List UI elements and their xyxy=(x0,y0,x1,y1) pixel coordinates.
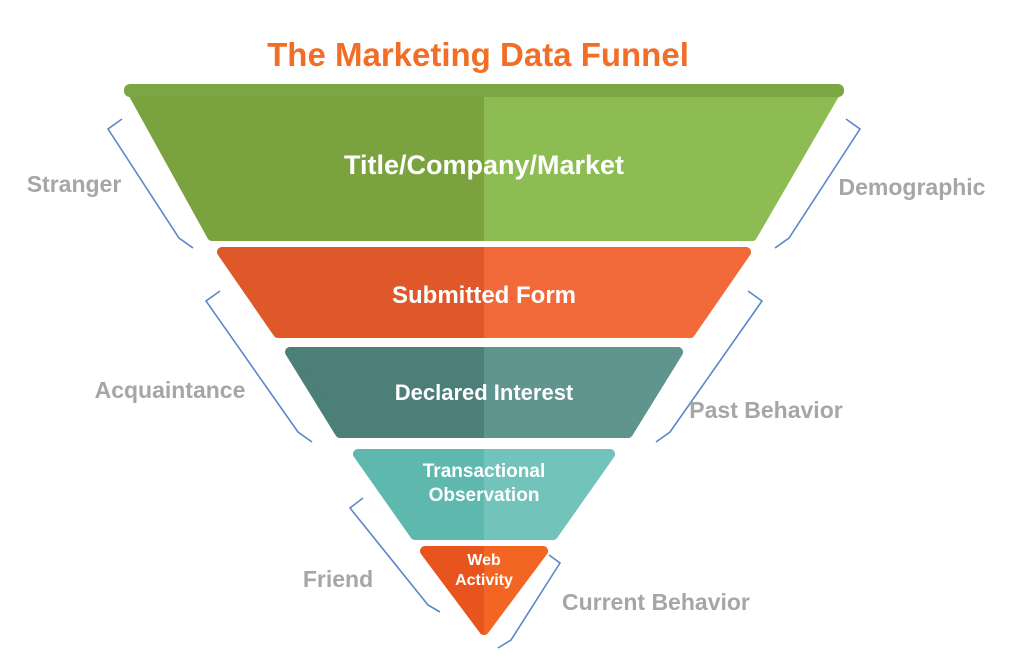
funnel-level-2-right xyxy=(484,247,751,338)
diagram-title: The Marketing Data Funnel xyxy=(267,36,689,73)
level-label-title-company-market: Title/Company/Market xyxy=(343,150,625,180)
stage-label-friend: Friend xyxy=(302,566,374,592)
level-label-submitted-form: Submitted Form xyxy=(392,282,576,309)
level-label-declared-interest: Declared Interest xyxy=(394,380,574,405)
friend-bracket xyxy=(348,497,441,613)
acquaintance-bracket xyxy=(204,290,313,443)
funnel-level-3-right xyxy=(484,347,683,438)
data-label-demographic: Demographic xyxy=(838,174,986,200)
stage-label-stranger: Stranger xyxy=(26,171,122,197)
past-behavior-bracket xyxy=(655,290,764,443)
stranger-bracket xyxy=(106,118,194,249)
funnel-top-rim xyxy=(124,84,844,97)
current-behavior-bracket xyxy=(497,554,562,649)
demographic-bracket xyxy=(774,118,862,249)
funnel-level-5-right xyxy=(484,546,548,635)
funnel-level-4-right xyxy=(484,449,615,540)
data-label-current-behavior: Current Behavior xyxy=(562,589,750,615)
level-label-transactional-observation: Transactional Observation xyxy=(422,461,546,506)
level-label-web-activity: Web Activity xyxy=(455,552,513,589)
stage-label-acquaintance: Acquaintance xyxy=(94,377,246,403)
data-label-past-behavior: Past Behavior xyxy=(689,397,843,423)
